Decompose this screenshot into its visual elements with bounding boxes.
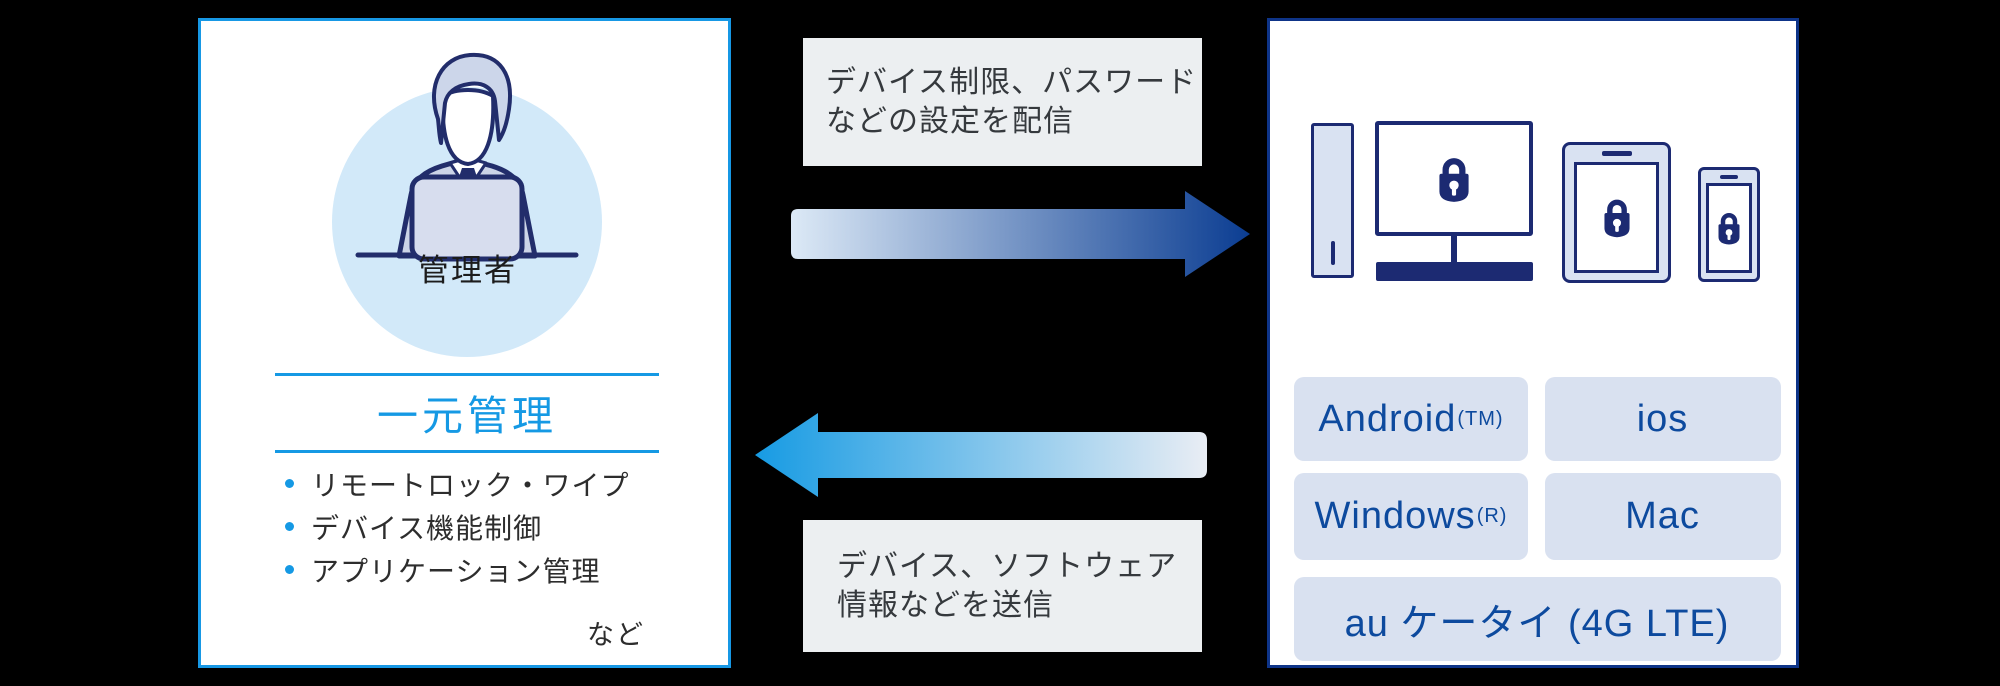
monitor-icon — [1375, 121, 1533, 236]
os-chip-android: Android (TM) — [1294, 377, 1528, 461]
bullet-icon — [285, 522, 294, 531]
os-chip-label: Mac — [1625, 495, 1700, 537]
os-chip-ios: ios — [1545, 377, 1781, 461]
flow-label-line: デバイス制限、パスワード — [826, 66, 1198, 99]
monitor-base — [1376, 262, 1533, 281]
os-chip-au-keitai: au ケータイ (4G LTE) — [1294, 577, 1781, 661]
admin-panel: 管理者 一元管理 リモートロック・ワイプ デバイス機能制御 アプリケーション管理… — [198, 18, 731, 668]
flow-label-line: などの設定を配信 — [826, 105, 1074, 138]
os-chip-label: Windows — [1314, 495, 1476, 537]
feature-item-label: デバイス機能制御 — [311, 512, 543, 544]
feature-item: リモートロック・ワイプ — [285, 462, 629, 505]
flow-label-line: 情報などを送信 — [837, 589, 1054, 622]
os-chip-label: Android — [1318, 397, 1457, 440]
trademark-suffix: (TM) — [1457, 407, 1504, 430]
admin-label: 管理者 — [418, 253, 517, 288]
feature-list: リモートロック・ワイプ デバイス機能制御 アプリケーション管理 — [285, 462, 629, 591]
lock-icon — [1718, 213, 1740, 245]
feature-item: アプリケーション管理 — [285, 548, 629, 591]
flow-label-to-admin: デバイス、ソフトウェア 情報などを送信 — [803, 520, 1202, 652]
smartphone-icon — [1698, 167, 1760, 282]
os-chip-label: ios — [1636, 397, 1689, 440]
admin-person-icon — [355, 52, 579, 262]
tablet-screen — [1574, 162, 1659, 273]
bullet-icon — [285, 479, 294, 488]
tablet-speaker — [1601, 151, 1632, 156]
feature-item: デバイス機能制御 — [285, 505, 629, 548]
flow-label-to-devices: デバイス制限、パスワード などの設定を配信 — [803, 38, 1202, 166]
lock-icon — [1603, 199, 1630, 238]
bullet-icon — [285, 565, 294, 574]
flow-label-line: デバイス、ソフトウェア — [837, 550, 1178, 583]
os-chip-label: au ケータイ (4G LTE) — [1344, 602, 1730, 645]
arrow-left-icon — [755, 413, 1207, 497]
os-chip-grid: Android (TM) ios Windows (R) Mac au ケータイ… — [1294, 377, 1781, 661]
central-management-title: 一元管理 — [275, 373, 659, 453]
feature-item-label: アプリケーション管理 — [311, 555, 601, 587]
lock-icon — [1439, 157, 1469, 202]
tower-slit — [1330, 241, 1335, 265]
os-chip-windows: Windows (R) — [1294, 473, 1528, 560]
phone-screen — [1706, 183, 1752, 273]
etc-label: など — [587, 620, 645, 650]
pc-tower-icon — [1311, 123, 1354, 278]
arrow-right-icon — [791, 191, 1250, 277]
tablet-icon — [1562, 142, 1671, 283]
phone-speaker — [1720, 175, 1738, 179]
feature-item-label: リモートロック・ワイプ — [311, 469, 630, 501]
trademark-suffix: (R) — [1476, 505, 1508, 527]
os-chip-mac: Mac — [1545, 473, 1781, 560]
monitor-stand — [1451, 236, 1457, 262]
devices-panel: Android (TM) ios Windows (R) Mac au ケータイ… — [1267, 18, 1799, 668]
